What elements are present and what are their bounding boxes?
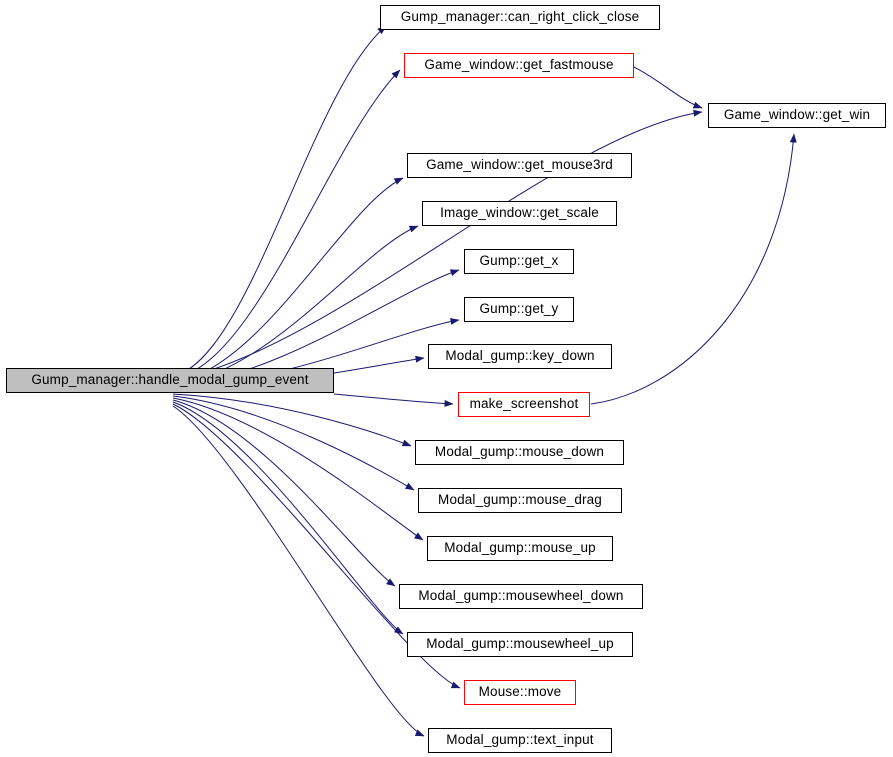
graph-node-label: Gump::get_y xyxy=(479,301,559,317)
graph-node-label: Modal_gump::mouse_down xyxy=(434,444,605,460)
graph-node-label: Game_window::get_win xyxy=(723,107,871,123)
graph-node-label: Mouse::move xyxy=(478,684,562,700)
graph-node-label: make_screenshot xyxy=(469,396,579,412)
graph-edge xyxy=(172,225,419,385)
graph-node-make_screenshot[interactable]: make_screenshot xyxy=(458,392,590,417)
graph-edge xyxy=(172,177,404,383)
graph-node-get_win[interactable]: Game_window::get_win xyxy=(708,103,886,128)
graph-node-label: Game_window::get_fastmouse xyxy=(424,57,614,73)
graph-node-label: Modal_gump::mousewheel_up xyxy=(426,636,614,652)
graph-node-mouse_down[interactable]: Modal_gump::mouse_down xyxy=(415,440,624,465)
graph-node-get_y[interactable]: Gump::get_y xyxy=(464,297,574,322)
graph-node-get_fastmouse[interactable]: Game_window::get_fastmouse xyxy=(404,53,634,78)
graph-node-label: Image_window::get_scale xyxy=(440,205,599,221)
graph-edge xyxy=(333,393,454,407)
graph-edge xyxy=(172,399,396,587)
graph-node-mouse_drag[interactable]: Modal_gump::mouse_drag xyxy=(418,488,622,513)
graph-node-text_input[interactable]: Modal_gump::text_input xyxy=(428,728,612,753)
graph-node-label: Modal_gump::text_input xyxy=(446,732,594,748)
graph-edge xyxy=(172,397,424,541)
graph-node-mousewheel_down[interactable]: Modal_gump::mousewheel_down xyxy=(399,584,643,609)
graph-node-mouse_up[interactable]: Modal_gump::mouse_up xyxy=(427,536,613,561)
graph-edge xyxy=(633,66,703,109)
graph-node-label: Modal_gump::mouse_up xyxy=(444,540,596,556)
graph-node-root[interactable]: Gump_manager::handle_modal_gump_event xyxy=(6,368,334,393)
graph-edge xyxy=(172,401,404,635)
graph-node-mouse_move[interactable]: Mouse::move xyxy=(464,680,576,705)
graph-edge xyxy=(172,393,412,447)
graph-node-can_right_click[interactable]: Gump_manager::can_right_click_close xyxy=(380,5,660,30)
graph-node-label: Modal_gump::mouse_drag xyxy=(438,492,602,508)
graph-node-get_scale[interactable]: Image_window::get_scale xyxy=(422,201,617,226)
graph-node-get_x[interactable]: Gump::get_x xyxy=(464,249,574,274)
graph-edge xyxy=(172,25,387,377)
graph-node-get_mouse3rd[interactable]: Game_window::get_mouse3rd xyxy=(407,153,632,178)
graph-edge xyxy=(172,69,401,379)
graph-node-label: Gump_manager::can_right_click_close xyxy=(400,9,640,25)
graph-node-key_down[interactable]: Modal_gump::key_down xyxy=(428,344,612,369)
graph-node-label: Game_window::get_mouse3rd xyxy=(426,157,613,173)
graph-node-label: Gump::get_x xyxy=(479,253,559,269)
graph-edge xyxy=(172,395,415,491)
graph-node-label: Gump_manager::handle_modal_gump_event xyxy=(31,372,309,388)
graph-node-mousewheel_up[interactable]: Modal_gump::mousewheel_up xyxy=(407,632,633,657)
graph-node-label: Modal_gump::mousewheel_down xyxy=(418,588,624,604)
graph-node-label: Modal_gump::key_down xyxy=(445,348,595,364)
graph-edge xyxy=(172,405,425,737)
